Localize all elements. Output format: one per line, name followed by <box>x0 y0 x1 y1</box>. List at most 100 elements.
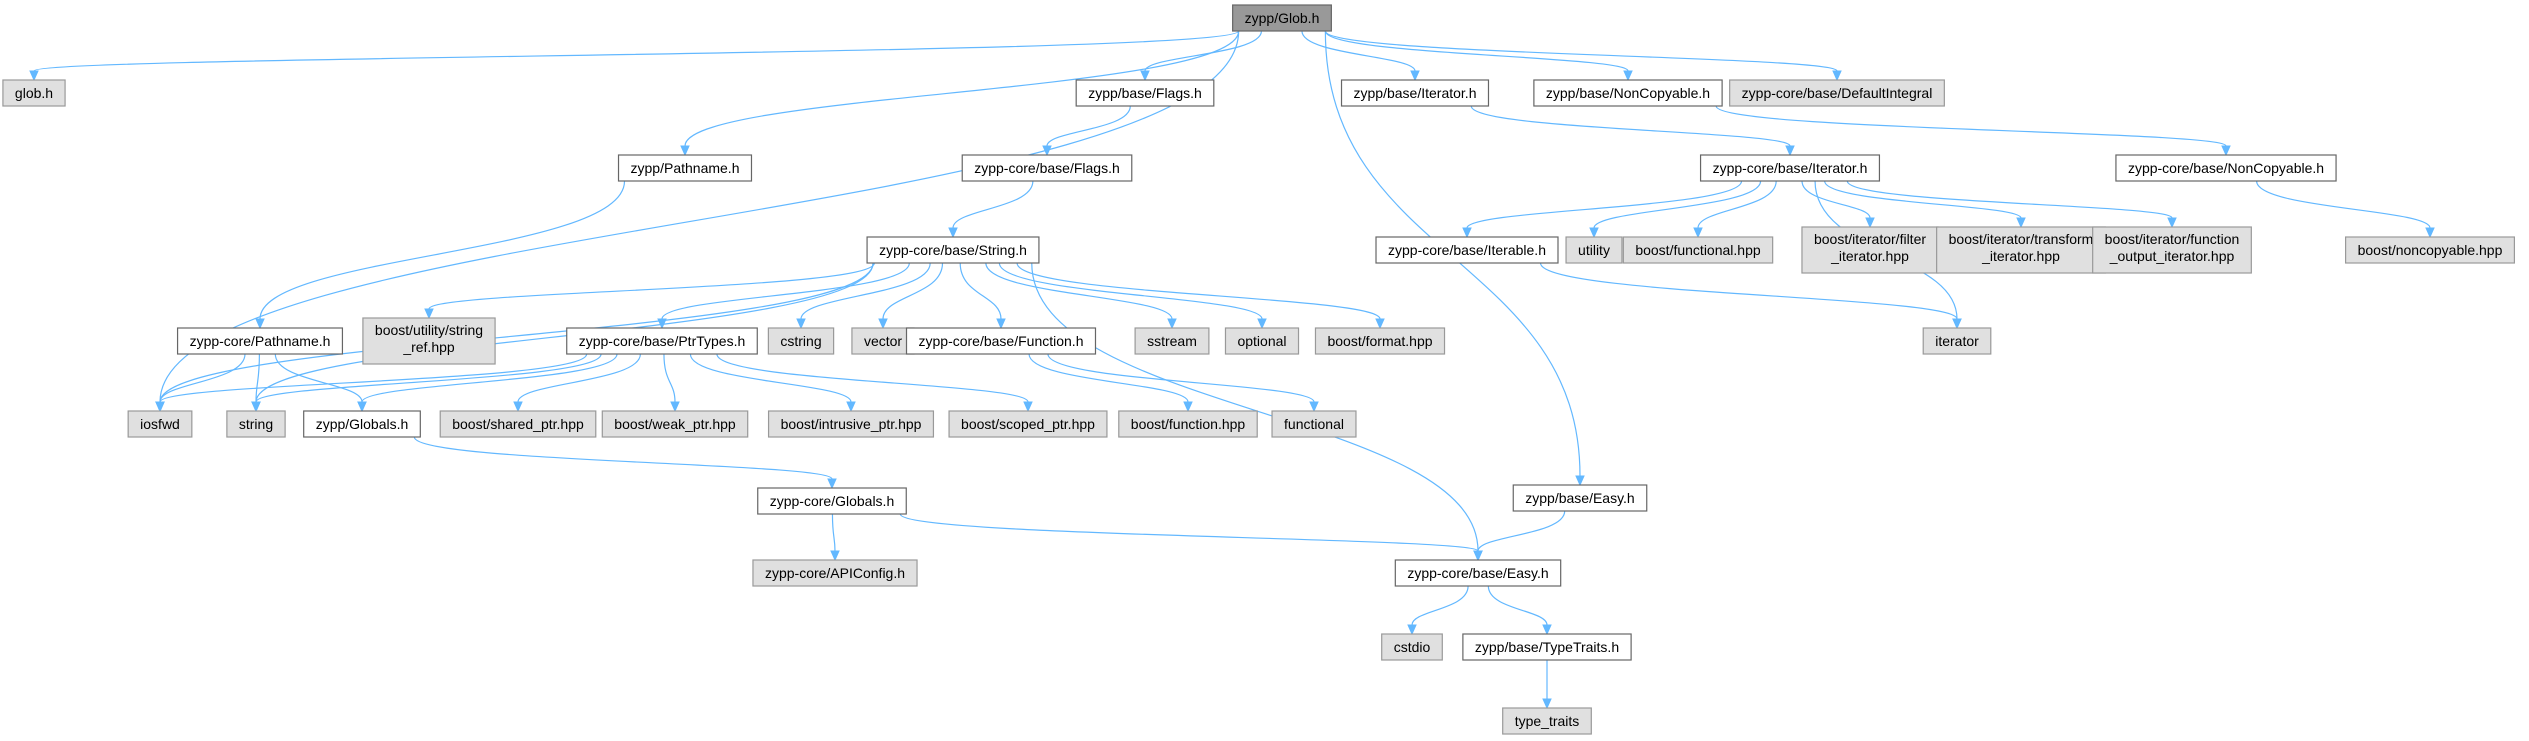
node-box <box>2115 154 2337 182</box>
node-box <box>1118 410 1258 438</box>
node-corenoncopy[interactable]: zypp-core/base/NonCopyable.h <box>2115 154 2337 182</box>
node-coreflags[interactable]: zypp-core/base/Flags.h <box>961 154 1133 182</box>
edge-arrowhead <box>878 318 888 330</box>
edge-arrowhead <box>251 401 261 413</box>
node-label: zypp-core/base/Easy.h <box>1407 565 1548 581</box>
edge-ptrtypes-to-scopedptr <box>716 353 1033 413</box>
edge-line <box>1324 30 1838 72</box>
node-box <box>566 327 758 355</box>
edge-coreeasy-to-typetraitsh <box>1487 585 1552 636</box>
node-label: boost/iterator/function <box>2105 231 2240 247</box>
edge-arrowhead <box>670 401 680 413</box>
edge-ptrtypes-to-globals <box>357 353 618 413</box>
node-box <box>1512 484 1648 512</box>
edge-arrowhead <box>996 318 1006 330</box>
edge-arrowhead <box>657 318 667 330</box>
node-iter[interactable]: zypp/base/Iterator.h <box>1340 79 1490 107</box>
node-sharedptr: boost/shared_ptr.hpp <box>439 410 597 438</box>
edge-line <box>259 180 626 320</box>
edge-corepathname-to-iosfwd <box>155 353 246 413</box>
edge-ptrtypes-to-weakptr <box>663 353 680 413</box>
node-label: _output_iterator.hpp <box>2109 248 2235 264</box>
edge-line <box>1047 353 1315 403</box>
node-box <box>226 410 286 438</box>
edge-line <box>517 353 641 403</box>
node-box <box>767 410 935 438</box>
node-box <box>1271 410 1357 438</box>
edge-line <box>361 353 618 403</box>
edge-arrowhead <box>155 401 165 413</box>
edge-line <box>1846 180 2173 219</box>
node-label: optional <box>1237 333 1286 349</box>
edge-arrowhead <box>1410 70 1420 82</box>
edge-pathname-to-corepathname <box>255 180 626 330</box>
node-box <box>2092 226 2252 274</box>
edge-line <box>1324 30 1629 72</box>
node-box <box>601 410 749 438</box>
edge-line <box>1477 510 1566 552</box>
edge-coreglobals-to-apiconfig <box>830 513 840 562</box>
node-box <box>303 410 421 438</box>
node-label: zypp-core/base/Iterable.h <box>1388 242 1546 258</box>
node-box <box>1394 559 1562 587</box>
node-apiconfig: zypp-core/APIConfig.h <box>752 559 918 587</box>
node-label: glob.h <box>15 85 53 101</box>
node-label: utility <box>1578 242 1610 258</box>
node-string[interactable]: zypp-core/base/String.h <box>866 236 1040 264</box>
edge-globals-to-coreglobals <box>413 436 837 490</box>
node-flags[interactable]: zypp/base/Flags.h <box>1075 79 1215 107</box>
node-box <box>2 79 66 107</box>
node-box <box>1936 226 2106 274</box>
edge-line <box>959 262 1002 320</box>
edge-string-to-boostformat <box>1016 262 1385 330</box>
edge-string-to-ptrtypes <box>657 262 910 330</box>
node-coreeasy[interactable]: zypp-core/base/Easy.h <box>1394 559 1562 587</box>
node-corepathname[interactable]: zypp-core/Pathname.h <box>176 327 344 355</box>
edge-arrowhead <box>1309 401 1319 413</box>
edge-coreiter-to-iterable <box>1462 180 1743 239</box>
node-box <box>127 410 193 438</box>
node-box <box>1565 236 1623 264</box>
node-coreiter[interactable]: zypp-core/base/Iterator.h <box>1699 154 1881 182</box>
node-box <box>1922 327 1992 355</box>
edge-arrowhead <box>1589 227 1599 239</box>
node-typetraitsh[interactable]: zypp/base/TypeTraits.h <box>1462 633 1632 661</box>
node-function[interactable]: zypp-core/base/Function.h <box>905 327 1097 355</box>
node-label: zypp/Globals.h <box>316 416 409 432</box>
edge-arrowhead <box>1462 227 1472 239</box>
edge-string-to-stringref <box>424 262 875 320</box>
node-globals[interactable]: zypp/Globals.h <box>303 410 421 438</box>
node-label: functional <box>1284 416 1344 432</box>
edge-line <box>255 353 602 403</box>
edge-line <box>1593 180 1762 229</box>
node-label: boost/scoped_ptr.hpp <box>961 416 1095 432</box>
node-box <box>1314 327 1446 355</box>
node-easy[interactable]: zypp/base/Easy.h <box>1512 484 1648 512</box>
edge-line <box>33 30 1240 72</box>
node-ptrtypes[interactable]: zypp-core/base/PtrTypes.h <box>566 327 758 355</box>
edge-line <box>1031 262 1479 552</box>
node-label: boost/noncopyable.hpp <box>2358 242 2503 258</box>
edge-line <box>985 262 1173 320</box>
node-boostfunction: boost/function.hpp <box>1118 410 1258 438</box>
node-typetraits: type_traits <box>1502 707 1592 735</box>
edge-line <box>663 353 676 403</box>
node-box <box>2345 236 2515 264</box>
node-pathname[interactable]: zypp/Pathname.h <box>617 154 753 182</box>
edge-ptrtypes-to-iosfwd <box>155 353 588 413</box>
node-iterable[interactable]: zypp-core/base/Iterable.h <box>1375 236 1559 264</box>
edge-line <box>1487 585 1548 626</box>
node-box <box>362 317 496 365</box>
edge-arrowhead <box>1542 624 1552 636</box>
node-noncopy[interactable]: zypp/base/NonCopyable.h <box>1533 79 1723 107</box>
edges-layer <box>29 30 2435 710</box>
edge-arrowhead <box>1952 318 1962 330</box>
node-box <box>1622 236 1774 264</box>
node-vector: vector <box>851 327 915 355</box>
edge-arrowhead <box>1575 475 1585 487</box>
edge-line <box>689 353 852 403</box>
edge-noncopy-to-corenoncopy <box>1715 105 2231 157</box>
node-coreglobals[interactable]: zypp-core/Globals.h <box>757 487 907 515</box>
node-label: boost/format.hpp <box>1327 333 1432 349</box>
node-box <box>851 327 915 355</box>
